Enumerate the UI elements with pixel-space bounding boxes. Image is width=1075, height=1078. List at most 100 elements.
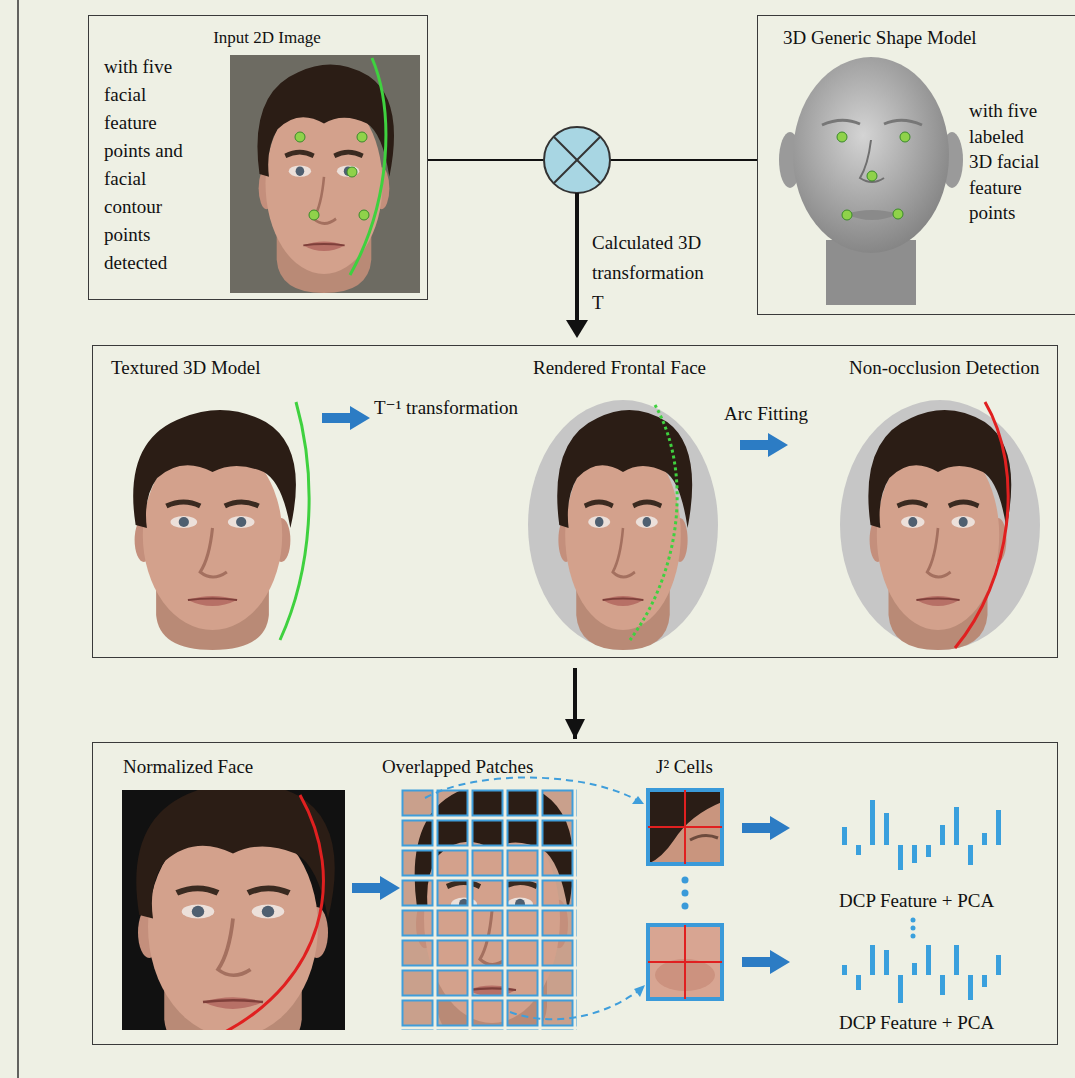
cell-images-part: [682, 890, 689, 897]
patch-grid-part: [634, 985, 645, 997]
cell-images-part: [648, 925, 722, 999]
patch-grid: [400, 778, 645, 1045]
generic-3d-head-part: [884, 120, 922, 125]
feature-bars-part: [898, 975, 903, 1003]
feature-bars-part: [856, 845, 861, 855]
generic-3d-head-part: [837, 132, 847, 142]
generic-3d-head: [779, 57, 963, 305]
input-panel: Input 2D Imagewith five facial feature p…: [88, 15, 428, 300]
input-photo-part: [347, 167, 357, 177]
feature-bars-part: [911, 926, 916, 931]
feature-bars-part: [996, 810, 1001, 845]
feature-bars-part: [912, 963, 917, 975]
feature-panel: Normalized FaceOverlapped PatchesJ² Cell…: [92, 742, 1058, 1045]
input-photo-part: [257, 64, 394, 293]
combine-operator-part: [610, 159, 757, 161]
feature-bars-part: [842, 965, 847, 975]
feature-bars-part: [968, 845, 973, 865]
panel-note: with five facial feature points and faci…: [104, 53, 196, 277]
rendered-face-part: [528, 400, 718, 650]
input-photo-part: [350, 58, 386, 275]
feature-bars-part: [954, 807, 959, 845]
combine-operator-part: [575, 193, 579, 322]
feature-bars-part: [898, 845, 903, 870]
feature-bars-part: [884, 813, 889, 845]
cell-images-part: [648, 961, 722, 963]
feature-bars-part: [968, 975, 973, 1000]
cell-images-part: [648, 826, 722, 828]
feature-bars-part: [884, 950, 889, 975]
input-photo-part: [359, 210, 369, 220]
image-caption: Rendered Frontal Face: [533, 356, 706, 379]
combine-operator-part: [554, 137, 600, 183]
non-occlusion-face-part: [955, 402, 1008, 648]
feature-bars-part: [870, 800, 875, 845]
step-label: Arc Fitting: [724, 402, 808, 425]
input-photo-part: [309, 210, 319, 220]
panel-title: 3D Generic Shape Model: [783, 26, 977, 49]
feature-caption: DCP Feature + PCA: [839, 1011, 994, 1034]
feature-bars-part: [856, 975, 861, 990]
transform-label: Calculated 3D transformation T: [592, 228, 718, 318]
feature-bars-part: [982, 975, 987, 987]
blue-arrows-part: [742, 816, 790, 840]
cell-images-part: [682, 903, 689, 910]
normalized-face: [122, 781, 345, 1060]
combine-operator-part: [554, 137, 600, 183]
outer-frame-part: [17, 0, 19, 1078]
feature-bars-part: [926, 845, 931, 857]
generic-3d-head-part: [846, 210, 898, 220]
image-caption: Non-occlusion Detection: [849, 356, 1039, 379]
cell-images-part-part: [690, 835, 718, 840]
feature-bars-part: [940, 975, 945, 995]
non-occlusion-face-part: [840, 400, 1040, 650]
cell-images-part-part: [648, 790, 722, 864]
generic-3d-head-part: [793, 57, 949, 253]
feature-caption: DCP Feature + PCA: [839, 889, 994, 912]
generic-3d-head-part: [860, 140, 884, 182]
panel-title: Input 2D Image: [97, 26, 437, 49]
feature-bars-part: [911, 918, 916, 923]
cell-images-part: [648, 790, 722, 864]
rendered-face-part: [630, 405, 677, 640]
combine-operator: [428, 127, 757, 338]
combine-operator-part: [566, 320, 588, 338]
patch-grid-part: [425, 778, 642, 803]
feature-bars-part: [870, 945, 875, 975]
cell-images-part: [648, 790, 722, 864]
normalized-face-part: [136, 790, 334, 1030]
non-occlusion-face: [840, 400, 1040, 650]
generic-3d-head-part: [867, 171, 877, 181]
cell-images-part: [682, 877, 689, 884]
frontalization-panel: Textured 3D ModelRendered Frontal FaceNo…: [92, 345, 1058, 658]
feature-bars-part: [954, 945, 959, 975]
non-occlusion-face-part: [868, 410, 1011, 650]
panel-note: with five labeled 3D facial feature poin…: [969, 98, 1047, 226]
feature-bars-part: [940, 825, 945, 845]
flow-arrow: [573, 668, 577, 739]
patch-grid-part-part: [400, 788, 577, 1030]
feature-bars-part: [912, 845, 917, 863]
generic-3d-head-part: [822, 120, 860, 125]
normalized-face-part-part: [136, 790, 334, 1030]
combine-operator-part: [544, 127, 610, 193]
patch-grid-part: [400, 788, 577, 1030]
input-photo-part: [357, 132, 367, 142]
patch-grid-part: [510, 988, 642, 1019]
cell-images-part: [648, 925, 722, 999]
outer-frame: [18, 0, 19, 1078]
textured-model-part: [133, 410, 296, 650]
input-photo-part: [295, 132, 305, 142]
textured-model-part: [280, 402, 309, 640]
step-label: T⁻¹ transformation: [374, 396, 518, 419]
feature-bars-part: [911, 934, 916, 939]
textured-model: [133, 402, 309, 650]
generic-3d-head-part: [900, 132, 910, 142]
patch-grid-part: [400, 788, 577, 1030]
feature-bars-part: [996, 955, 1001, 975]
patch-grid-part: [632, 796, 644, 804]
feature-bars-part: [982, 833, 987, 845]
input-photo: [230, 55, 420, 293]
blue-arrows-part: [740, 433, 788, 457]
